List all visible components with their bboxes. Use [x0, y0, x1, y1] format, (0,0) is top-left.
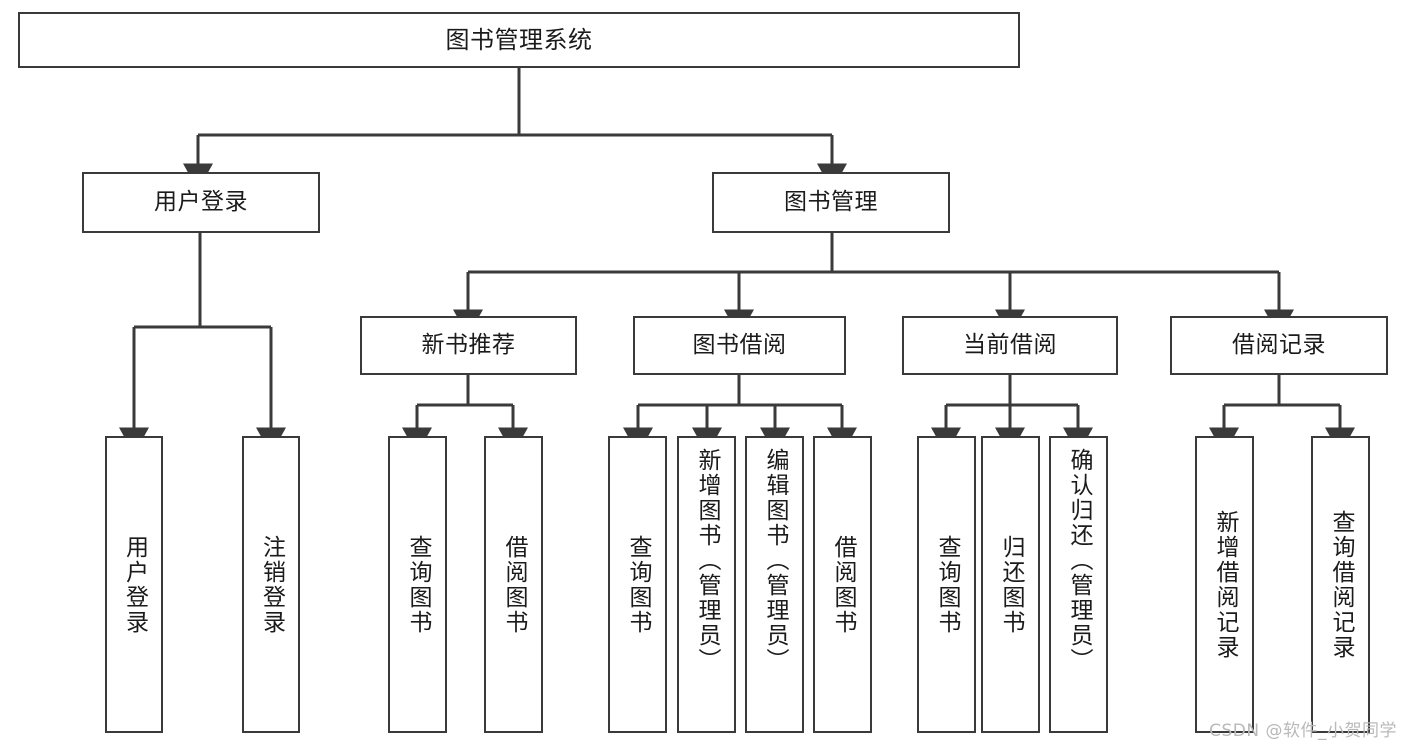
- node-leaf-label: 借阅图书: [501, 534, 527, 635]
- node-leaf-borrow-record-add[interactable]: 新增借阅记录: [1195, 436, 1254, 733]
- node-leaf-current-borrow-return[interactable]: 归还图书: [981, 436, 1040, 733]
- node-leaf-book-borrow-borrow[interactable]: 借阅图书: [813, 436, 872, 733]
- node-root-label: 图书管理系统: [445, 25, 593, 54]
- node-leaf-label: 查询图书: [625, 534, 651, 635]
- node-leaf-user-login-login[interactable]: 用户登录: [105, 436, 163, 733]
- node-leaf-book-borrow-add[interactable]: 新增图书（管理员）: [677, 436, 736, 733]
- csdn-watermark: CSDN @软件_小贺同学: [1209, 721, 1397, 741]
- node-user-login-label: 用户登录: [154, 188, 248, 215]
- node-leaf-label: 确认归还（管理员）: [1066, 448, 1092, 673]
- node-leaf-user-login-logout[interactable]: 注销登录: [242, 436, 300, 733]
- node-leaf-label: 归还图书: [998, 534, 1024, 635]
- node-leaf-book-borrow-query[interactable]: 查询图书: [608, 436, 667, 733]
- node-book-borrow-label: 图书借阅: [692, 331, 787, 358]
- node-leaf-current-borrow-confirm[interactable]: 确认归还（管理员）: [1049, 436, 1108, 733]
- node-new-book-recommend-label: 新书推荐: [421, 331, 516, 358]
- node-leaf-label: 编辑图书（管理员）: [762, 448, 788, 673]
- node-leaf-label: 查询借阅记录: [1328, 509, 1354, 660]
- node-leaf-book-borrow-edit[interactable]: 编辑图书（管理员）: [745, 436, 804, 733]
- node-current-borrow-label: 当前借阅: [963, 331, 1057, 358]
- node-borrow-record[interactable]: 借阅记录: [1170, 316, 1388, 375]
- node-leaf-label: 借阅图书: [830, 534, 856, 635]
- node-book-management[interactable]: 图书管理: [712, 172, 950, 233]
- node-book-borrow[interactable]: 图书借阅: [633, 316, 846, 375]
- node-leaf-new-book-query[interactable]: 查询图书: [388, 436, 447, 733]
- node-new-book-recommend[interactable]: 新书推荐: [360, 316, 577, 375]
- node-leaf-label: 新增借阅记录: [1212, 509, 1238, 660]
- node-root-book-management-system[interactable]: 图书管理系统: [18, 12, 1020, 68]
- node-leaf-label: 注销登录: [258, 534, 285, 635]
- node-leaf-label: 新增图书（管理员）: [694, 448, 720, 673]
- node-leaf-current-borrow-query[interactable]: 查询图书: [917, 436, 976, 733]
- node-current-borrow[interactable]: 当前借阅: [902, 316, 1118, 375]
- node-book-management-label: 图书管理: [784, 188, 878, 215]
- node-borrow-record-label: 借阅记录: [1232, 331, 1326, 358]
- node-leaf-label: 查询图书: [934, 534, 960, 635]
- node-leaf-label: 查询图书: [405, 534, 431, 635]
- node-leaf-label: 用户登录: [121, 534, 148, 635]
- node-leaf-new-book-borrow[interactable]: 借阅图书: [484, 436, 543, 733]
- node-leaf-borrow-record-query[interactable]: 查询借阅记录: [1311, 436, 1370, 733]
- node-user-login[interactable]: 用户登录: [82, 172, 320, 233]
